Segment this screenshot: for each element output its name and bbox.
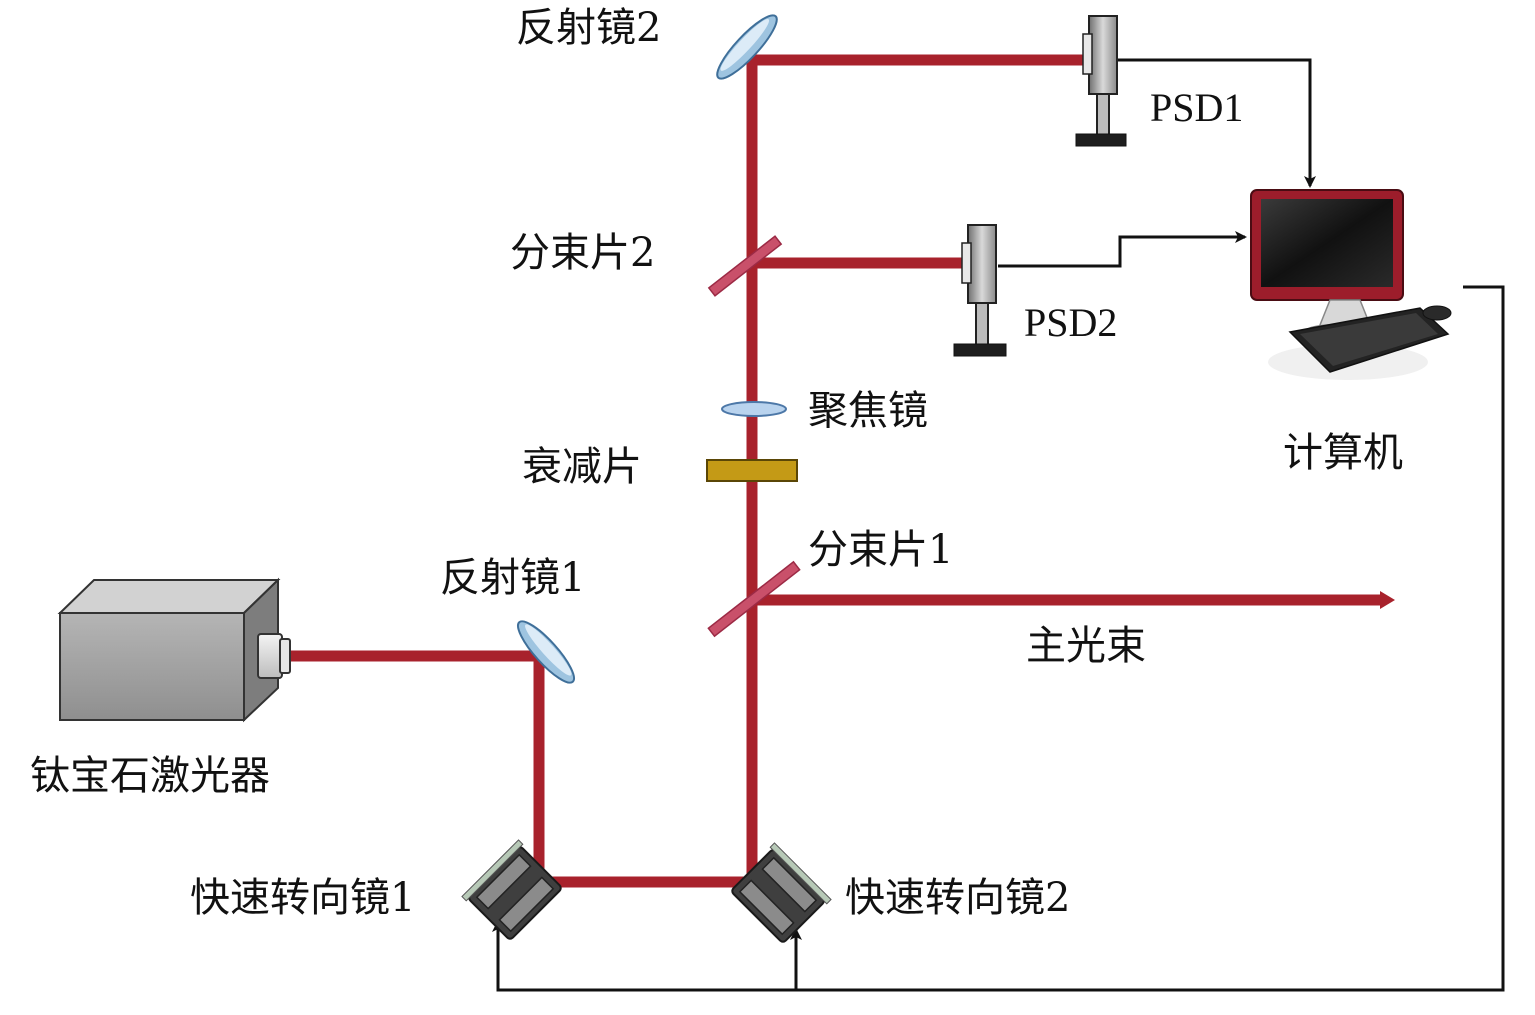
- label-fsm-1: 快速转向镜1: [190, 875, 416, 921]
- label-psd-2: PSD2: [1024, 300, 1118, 345]
- label-psd-1: PSD1: [1150, 85, 1244, 130]
- label-splitter-1: 分束片1: [808, 527, 954, 573]
- beam-splitter-1-icon: [707, 560, 801, 638]
- psd-1-icon: [1075, 15, 1127, 147]
- label-splitter-2: 分束片2: [510, 230, 656, 276]
- label-computer: 计算机: [1283, 430, 1403, 476]
- label-focusing-lens: 聚焦镜: [808, 388, 928, 434]
- fast-steering-mirror-1-icon: [461, 839, 562, 940]
- beam-splitter-2-icon: [707, 235, 783, 297]
- signal-lines: [492, 58, 1505, 992]
- label-fsm-2: 快速转向镜2: [845, 875, 1071, 921]
- label-laser: 钛宝石激光器: [30, 753, 270, 799]
- laser-beam-path: [290, 54, 1383, 888]
- label-attenuator: 衰减片: [522, 444, 642, 490]
- label-main-beam: 主光束: [1026, 623, 1146, 669]
- psd-2-icon: [953, 224, 1007, 357]
- mirror-2-icon: [716, 14, 778, 80]
- label-mirror-1: 反射镜1: [440, 555, 586, 601]
- computer-monitor-icon: [1250, 189, 1452, 380]
- focusing-lens-icon: [721, 401, 787, 417]
- main-beam-arrowhead: [1380, 591, 1395, 609]
- mirror-1-icon: [517, 620, 575, 684]
- label-mirror-2: 反射镜2: [516, 5, 662, 51]
- laser-box-icon: [57, 577, 291, 723]
- attenuator-plate-icon: [706, 459, 798, 482]
- fast-steering-mirror-2-icon: [731, 842, 832, 943]
